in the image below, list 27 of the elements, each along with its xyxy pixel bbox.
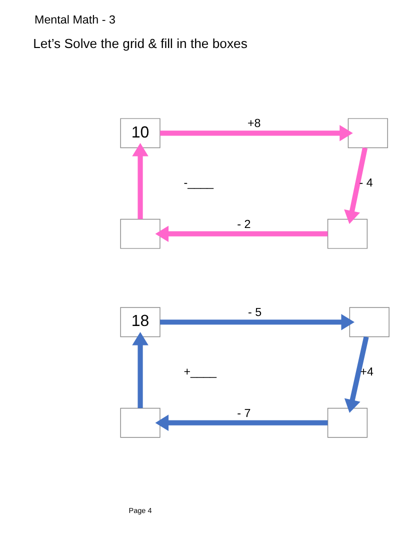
node-box [326, 408, 368, 438]
edge-label: - 7 [236, 406, 250, 420]
node-box [120, 218, 160, 249]
node-box [326, 218, 368, 249]
edge-label: - 2 [236, 218, 250, 231]
label: Let’s Solve the grid & fill in the boxes [32, 36, 247, 52]
arrow [160, 125, 352, 142]
node-box: 18 [120, 307, 160, 338]
edge-label: - 4 [358, 176, 372, 190]
node-box [347, 118, 388, 148]
edge-label: -____ [183, 176, 214, 190]
label: Page 4 [128, 506, 152, 515]
arrow [344, 336, 368, 413]
arrow [132, 332, 148, 408]
arrow [344, 147, 368, 224]
diagram-title: Mental Math - 3 [34, 14, 115, 27]
arrow [132, 143, 148, 220]
arrow [154, 414, 328, 431]
arrow [154, 226, 328, 242]
node-box [348, 307, 389, 338]
edge-label: - 5 [248, 306, 262, 320]
node-box: 10 [120, 118, 160, 148]
edge-label: +8 [246, 117, 260, 130]
edge-label: +4 [360, 365, 373, 378]
node-box [120, 408, 160, 438]
arrow [160, 314, 354, 330]
edge-label: +____ [183, 365, 216, 378]
